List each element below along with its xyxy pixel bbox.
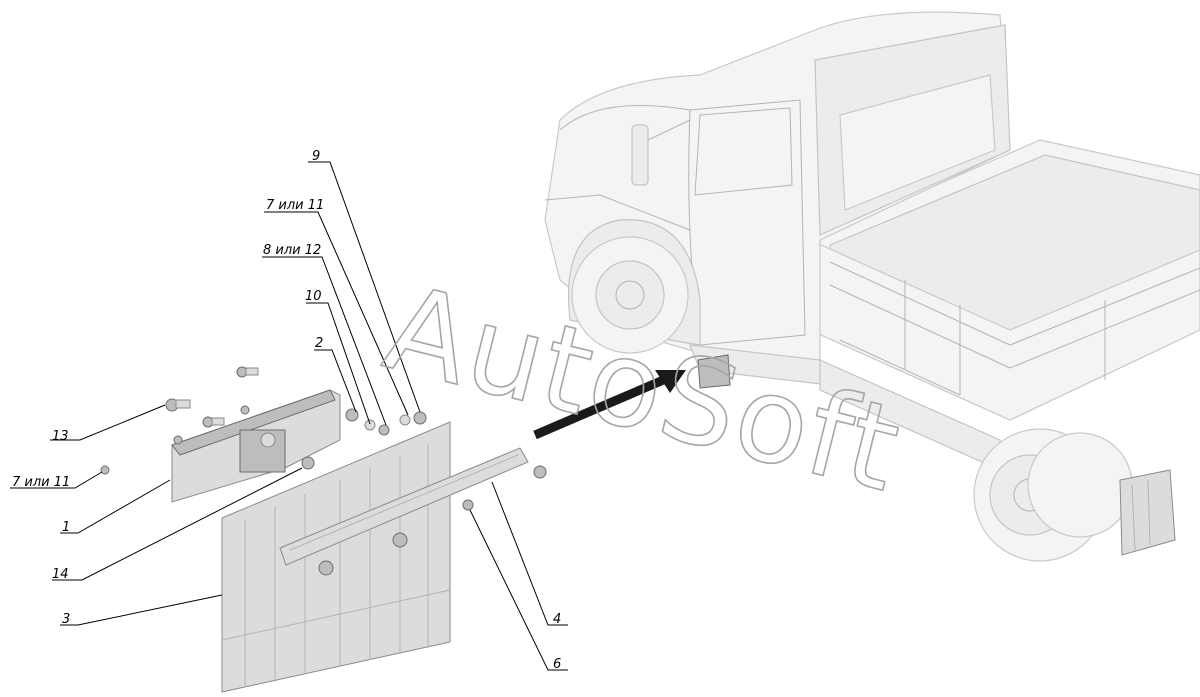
callout-1: 1: [62, 520, 70, 535]
callout-2: 2: [315, 336, 323, 351]
callout-6: 6: [553, 657, 561, 672]
callout-9: 9: [312, 149, 320, 164]
callout-13: 13: [52, 429, 69, 444]
leader-lines: [10, 161, 568, 671]
callout-4: 4: [553, 612, 561, 627]
callout-8-or-12: 8 или 12: [263, 243, 321, 258]
callout-10: 10: [305, 289, 322, 304]
callout-7-or-11-left: 7 или 11: [12, 475, 70, 490]
callout-3: 3: [62, 612, 70, 627]
strip-part-4: [279, 447, 529, 566]
callout-14: 14: [52, 567, 69, 582]
truck-drawing: [544, 11, 1200, 562]
location-arrow: [533, 370, 686, 440]
callout-labels: 9 7 или 11 8 или 12 10 2 13 7 или 11 1 1…: [12, 149, 561, 672]
callout-7-or-11-top: 7 или 11: [266, 198, 324, 213]
mudflap-part-3: [221, 421, 451, 693]
exploded-parts: [100, 366, 547, 693]
